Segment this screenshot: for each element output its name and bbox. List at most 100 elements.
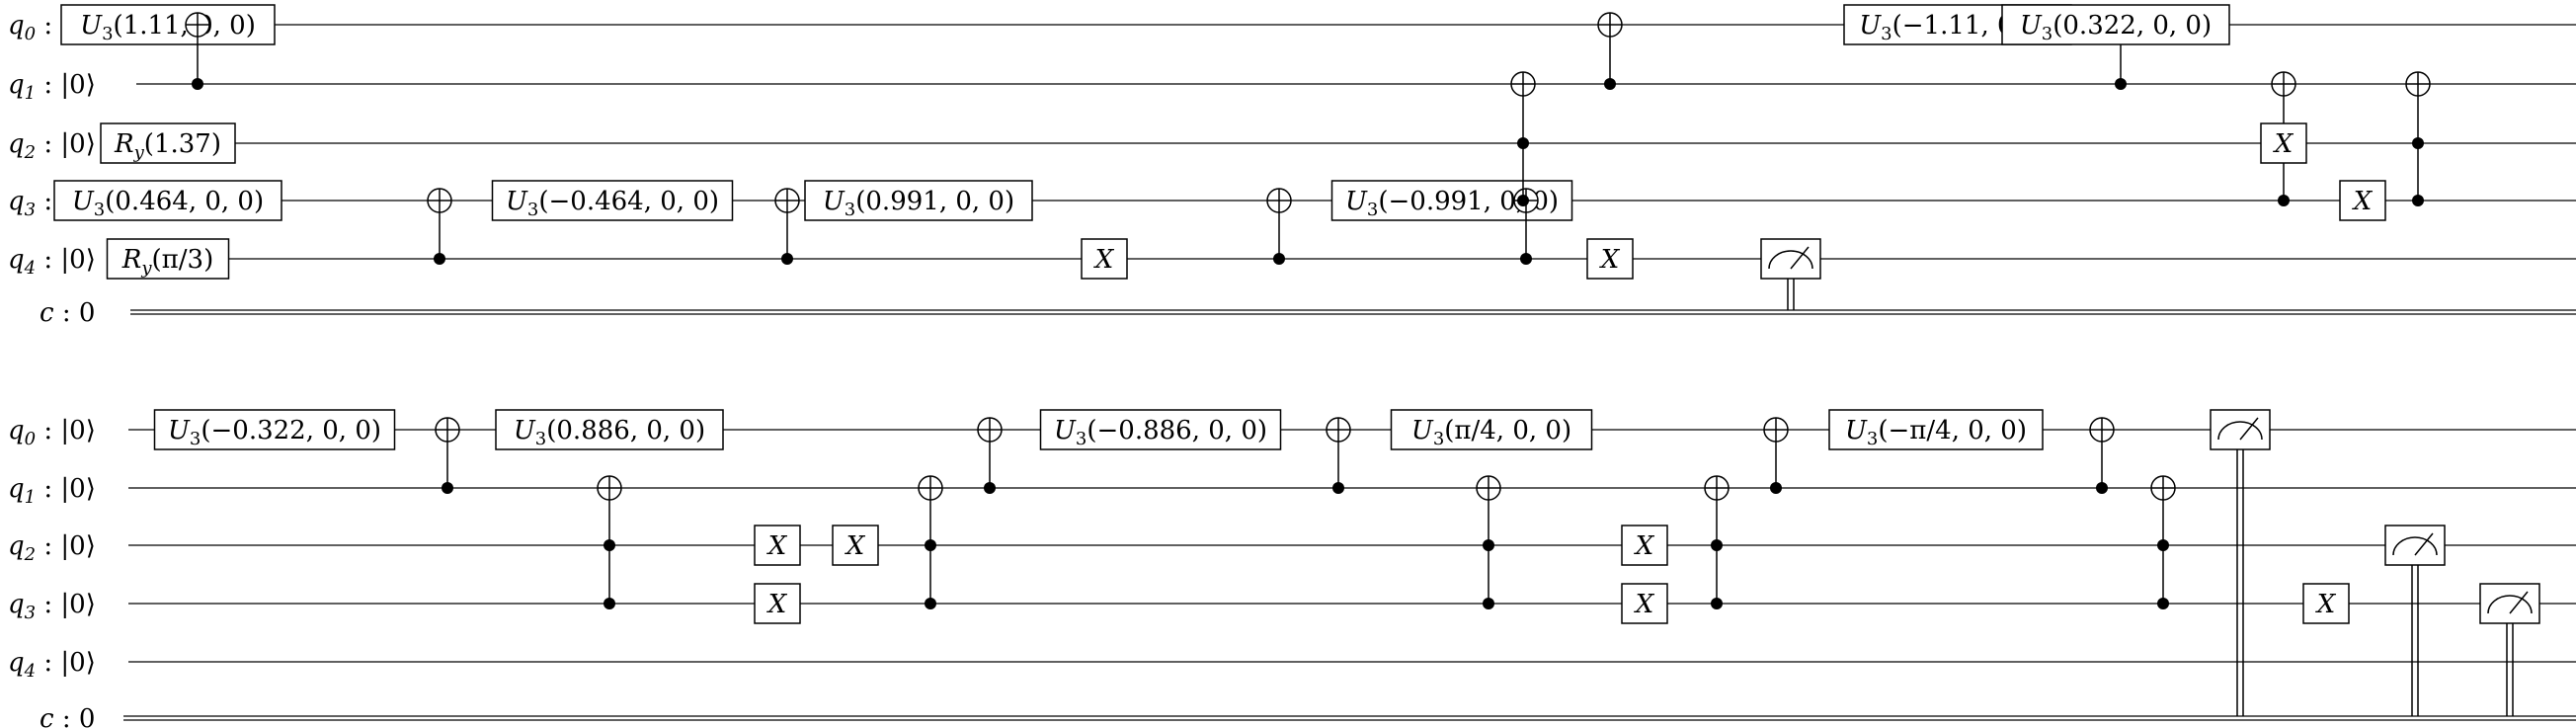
u3-gate: U3(0.991, 0, 0) <box>804 180 1033 221</box>
circuit-row-1: q0 : |0⟩q1 : |0⟩q2 : |0⟩q3 : |0⟩q4 : |0⟩… <box>8 4 2576 328</box>
x-gate: X <box>754 525 801 566</box>
cnot-gate <box>1326 417 1351 494</box>
cnot-gate <box>2089 417 2115 494</box>
cnot-gate <box>977 417 1003 494</box>
qubit-label: q4 : |0⟩ <box>8 245 96 279</box>
control-dot <box>442 482 453 494</box>
x-gate: X <box>832 525 879 566</box>
svg-text:X: X <box>1634 531 1655 561</box>
control-dot <box>2412 137 2424 149</box>
svg-text:U3(−0.322, 0, 0): U3(−0.322, 0, 0) <box>168 416 381 449</box>
cnot-gate <box>918 475 943 609</box>
circuit-row-2: q0 : |0⟩ q1 : |0⟩ q2 : |0⟩ q3 : |0⟩ q4 : |0⟩… <box>8 409 2576 728</box>
qubit-label: q0 : |0⟩ <box>8 416 96 449</box>
meter-icon <box>1768 250 1813 270</box>
control-dot <box>925 598 936 609</box>
svg-text:X: X <box>1599 245 1621 275</box>
u3-gate: U3(0.322, 0, 0) <box>2001 4 2230 45</box>
u3-gate: U3(0.464, 0, 0) <box>53 180 282 221</box>
meter-icon <box>2217 421 2263 441</box>
ry-gate: Ry(π/3) <box>106 238 230 280</box>
control-dot <box>1517 195 1529 206</box>
qubit-label: q1 : |0⟩ <box>8 474 96 508</box>
svg-text:U3(π/4, 0, 0): U3(π/4, 0, 0) <box>1411 416 1571 449</box>
measure-gate <box>1760 238 1821 310</box>
svg-text:Ry(1.37): Ry(1.37) <box>114 129 221 163</box>
x-gate: X <box>1586 238 1634 280</box>
control-dot <box>1711 598 1723 609</box>
x-gate: X <box>2302 583 2350 624</box>
control-dot <box>1517 137 1529 149</box>
qubit-label: q2 : |0⟩ <box>8 531 96 565</box>
svg-text:U3(0.322, 0, 0): U3(0.322, 0, 0) <box>2020 11 2212 44</box>
svg-text:X: X <box>2273 129 2294 159</box>
x-gate: X <box>2339 180 2386 221</box>
svg-text:X: X <box>766 590 788 619</box>
u3-gate: U3(0.886, 0, 0) <box>495 409 724 450</box>
svg-text:U3(0.464, 0, 0): U3(0.464, 0, 0) <box>72 187 264 220</box>
measure-gate <box>2479 583 2540 716</box>
svg-text:U3(0.991, 0, 0): U3(0.991, 0, 0) <box>823 187 1014 220</box>
control-dot <box>1604 78 1616 90</box>
control-dot <box>1273 253 1285 265</box>
control-dot <box>192 78 203 90</box>
control-dot <box>2157 598 2169 609</box>
measure-gate <box>2210 409 2271 716</box>
svg-text:X: X <box>766 531 788 561</box>
svg-text:Ry(π/3): Ry(π/3) <box>121 245 213 279</box>
svg-text:U3(1.11, 0, 0): U3(1.11, 0, 0) <box>80 11 256 44</box>
svg-text:U3(−π/4, 0, 0): U3(−π/4, 0, 0) <box>1845 416 2027 449</box>
u3-gate: U3(−0.322, 0, 0) <box>153 409 396 450</box>
svg-text:U3(−0.886, 0, 0): U3(−0.886, 0, 0) <box>1054 416 1267 449</box>
svg-text:X: X <box>2352 187 2374 216</box>
control-dot <box>2115 78 2127 90</box>
cnot-gate <box>1476 475 1501 609</box>
qubit-label: q2 : |0⟩ <box>8 129 96 163</box>
svg-text:X: X <box>845 531 866 561</box>
u3-gate: U3(−0.464, 0, 0) <box>491 180 734 221</box>
qubit-label: q1 : |0⟩ <box>8 70 96 104</box>
control-dot <box>1483 598 1494 609</box>
u3-gate: U3(1.11, 0, 0) <box>60 4 276 45</box>
cnot-gate <box>185 12 210 90</box>
u3-gate: U3(−π/4, 0, 0) <box>1828 409 2044 450</box>
cnot-gate <box>2150 475 2176 609</box>
control-dot <box>781 253 793 265</box>
control-dot <box>604 598 615 609</box>
ry-gate: Ry(1.37) <box>100 122 236 164</box>
control-dot <box>984 482 996 494</box>
meter-icon <box>2392 536 2438 556</box>
x-gate: X <box>1081 238 1128 280</box>
x-gate: X <box>754 583 801 624</box>
classical-label: c : 0 <box>40 298 95 328</box>
cnot-gate <box>1763 417 1789 494</box>
meter-icon <box>2487 595 2533 614</box>
x-gate: X <box>1621 583 1668 624</box>
x-gate: X <box>1621 525 1668 566</box>
cnot-gate <box>427 188 452 265</box>
svg-text:U3(0.886, 0, 0): U3(0.886, 0, 0) <box>514 416 705 449</box>
control-dot <box>2157 539 2169 551</box>
x-gate: X <box>2260 122 2307 164</box>
cnot-gate <box>597 475 622 609</box>
cnot-gate <box>1266 188 1292 265</box>
svg-text:U3(−0.464, 0, 0): U3(−0.464, 0, 0) <box>506 187 719 220</box>
svg-text:X: X <box>1634 590 1655 619</box>
control-dot <box>434 253 445 265</box>
control-dot <box>2096 482 2108 494</box>
qubit-label: q3 : |0⟩ <box>8 590 96 623</box>
cnot-gate <box>1597 12 1623 90</box>
qubit-label: q4 : |0⟩ <box>8 648 96 682</box>
control-dot <box>2278 195 2290 206</box>
control-dot <box>1520 253 1532 265</box>
control-dot <box>925 539 936 551</box>
control-dot <box>1332 482 1344 494</box>
control-dot <box>1770 482 1782 494</box>
control-dot <box>604 539 615 551</box>
u3-gate: U3(π/4, 0, 0) <box>1390 409 1593 450</box>
cnot-gate <box>2405 71 2431 206</box>
classical-label: c : 0 <box>40 704 95 728</box>
cnot-gate <box>1510 71 1536 206</box>
u3-gate: U3(−0.886, 0, 0) <box>1039 409 1282 450</box>
